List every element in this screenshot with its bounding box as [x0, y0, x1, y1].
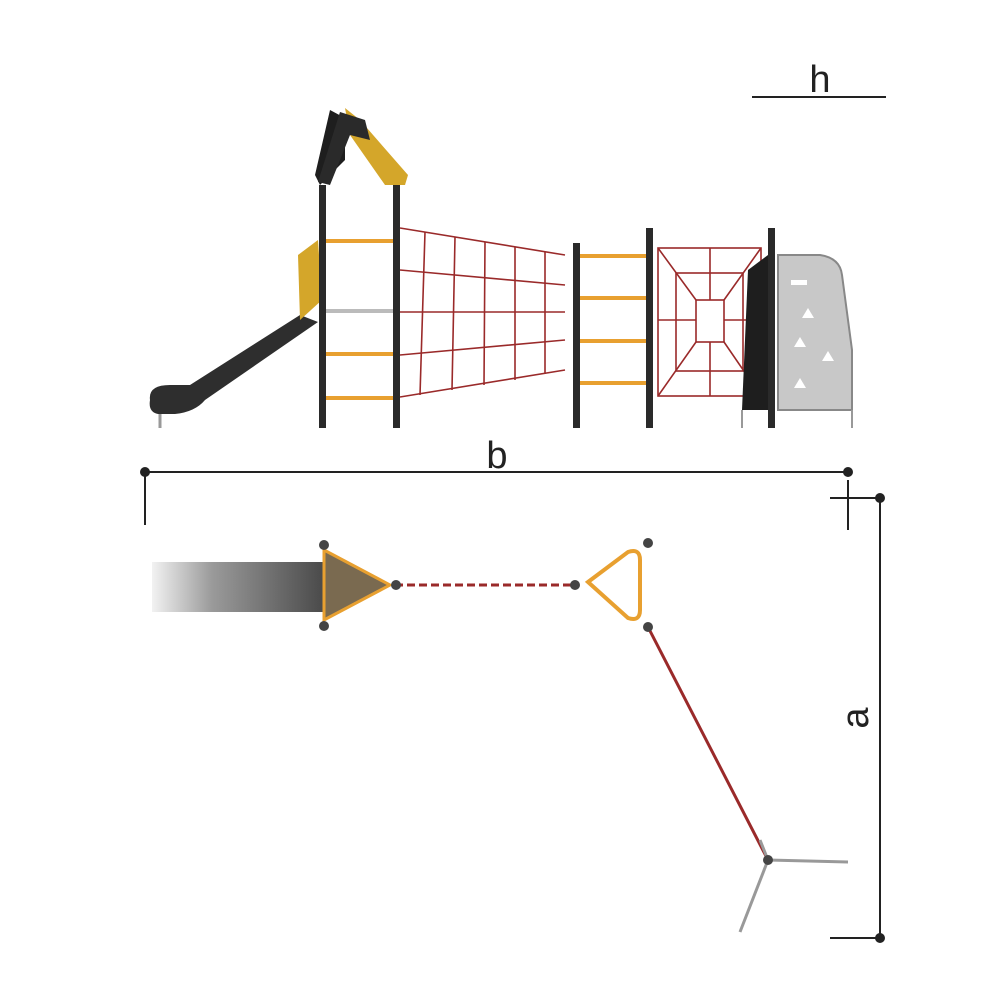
width-label: b	[486, 435, 507, 477]
slide-plan	[152, 562, 324, 612]
depth-dimension: a	[830, 480, 885, 943]
climbing-wall	[741, 254, 853, 428]
slide	[149, 240, 322, 428]
depth-label: a	[835, 707, 877, 729]
triangle-frame-plan	[584, 549, 642, 621]
height-label: h	[809, 59, 830, 101]
spider-net	[657, 247, 762, 397]
width-dimension: b	[140, 435, 853, 525]
ladder-rungs	[326, 239, 646, 400]
platform-plan	[322, 547, 394, 623]
posts	[319, 185, 775, 428]
spider-net-plan	[646, 626, 770, 861]
post-markers	[319, 538, 773, 865]
wall-plan	[738, 839, 849, 933]
roof	[315, 108, 408, 185]
front-elevation	[149, 108, 853, 428]
plan-view	[152, 538, 849, 933]
height-dimension: h	[752, 59, 886, 101]
rope-net-tunnel	[399, 227, 566, 398]
